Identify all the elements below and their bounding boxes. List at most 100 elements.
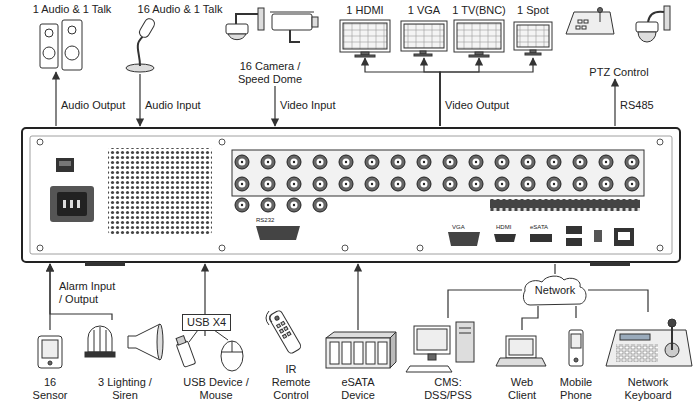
lighting-siren-node: 3 Lighting / Siren: [82, 320, 168, 402]
usb-mouse-icon: [176, 330, 243, 371]
esata-device-icon: [390, 332, 396, 368]
dvr-panel-drawing: [108, 148, 212, 234]
laptop-icon: [509, 339, 533, 355]
network-keyboard-node: Network Keyboard: [602, 312, 694, 402]
dvr-panel-drawing: [219, 245, 225, 251]
lighting-siren-icon: [88, 326, 112, 352]
monitor-icon: [469, 55, 489, 57]
dvr-panel-drawing: [287, 177, 301, 191]
ptz-icon: [566, 6, 670, 42]
lighting-siren-icon: [94, 330, 95, 352]
usb-mouse-icon: [189, 330, 198, 342]
port-label: RS232: [256, 217, 274, 224]
connector: [440, 58, 479, 126]
computer-icon: [428, 354, 436, 360]
speaker-icon: [45, 29, 53, 37]
esata-device-icon: [354, 342, 363, 364]
speaker-icon: [40, 20, 82, 70]
dvr-panel-drawing: [63, 200, 66, 208]
ir-remote-icon: [266, 309, 302, 354]
microphone-icon: [138, 17, 157, 39]
dvr-panel-drawing: [521, 155, 535, 169]
dvr-panel-drawing: [22, 128, 680, 262]
keyboard-icon: [606, 319, 692, 366]
connector: [522, 306, 538, 330]
connector: [614, 79, 615, 126]
dvr-panel-drawing: [256, 226, 300, 240]
esata-device-icon: [326, 332, 396, 338]
device-caption: Web Client: [499, 376, 545, 402]
dvr-panel-drawing: [339, 155, 353, 169]
dvr-panel-drawing: [490, 199, 640, 211]
dvr-panel-drawing: [22, 128, 680, 266]
ptz-icon: [664, 6, 670, 30]
edge-label: USB X4: [182, 314, 231, 331]
dvr-panel-drawing: [494, 234, 516, 242]
dvr-panel-drawing: [50, 186, 94, 222]
monitor-icon: [457, 23, 501, 49]
keyboard-icon: [668, 319, 676, 327]
microphone-icon: [138, 34, 146, 66]
camera-icon: [226, 8, 318, 42]
device-caption: 3 Lighting / Siren: [90, 376, 160, 402]
usb-mouse-icon: [232, 341, 233, 352]
cloud-label: Network: [535, 284, 575, 297]
dvr-panel-drawing: [417, 155, 431, 169]
device-caption: 1 Audio & 1 Talk: [33, 3, 112, 16]
cloud-outline: [523, 276, 586, 305]
ir-remote-icon: [281, 321, 285, 325]
dvr-panel-drawing: [339, 177, 353, 191]
device-caption: 16 Camera / Speed Dome: [230, 60, 310, 86]
dvr-panel-drawing: [547, 177, 561, 191]
ptz-icon: [578, 20, 582, 23]
connector: [274, 86, 275, 126]
dvr-panel-drawing: [625, 177, 639, 191]
edge-label: Audio Output: [60, 99, 126, 112]
dvr-panel-drawing: [235, 177, 249, 191]
connector: [575, 306, 576, 318]
esata-device-icon: [366, 342, 375, 364]
network-cloud: Network: [522, 274, 588, 306]
monitor-icon: [404, 24, 444, 48]
edge-label: Alarm Input / Output: [58, 280, 122, 306]
device-caption: PTZ Control: [589, 66, 648, 79]
phone-icon: [571, 334, 581, 348]
web-client-node: Web Client: [494, 330, 550, 402]
camera-icon: [236, 14, 258, 24]
device-caption: 16 Audio & 1 Talk: [138, 3, 223, 16]
dvr-panel-drawing: [59, 161, 71, 166]
speaker-icon: [40, 24, 58, 68]
phone-icon: [569, 330, 583, 366]
dvr-panel-drawing: [70, 200, 73, 208]
ir-remote-icon: [274, 315, 279, 320]
connector: [365, 58, 440, 126]
speaker-node: 1 Audio & 1 Talk: [22, 3, 122, 72]
microphone-node: 16 Audio & 1 Talk: [125, 3, 235, 74]
monitor-icon: [401, 21, 447, 51]
dvr-panel-drawing: [391, 155, 405, 169]
dvr-panel-drawing: [313, 198, 327, 212]
device-caption: 1 VGA: [408, 4, 440, 17]
phone-icon: [574, 358, 578, 362]
monitor-icon: [454, 20, 504, 52]
keyboard-icon: [620, 334, 650, 340]
device-caption: Network Keyboard: [608, 376, 688, 402]
monitor-icon: [355, 55, 375, 57]
microphone-icon: [126, 17, 156, 72]
dvr-panel-drawing: [232, 150, 644, 196]
usb-device-node: USB Device / Mouse: [170, 336, 262, 402]
dvr-panel-drawing: [566, 238, 582, 246]
usb-mouse-icon: [221, 341, 243, 371]
dvr-panel-drawing: [417, 245, 423, 251]
dvr-panel-drawing: [657, 245, 663, 251]
dvr-panel-drawing: [57, 192, 87, 216]
usb-mouse-icon: [176, 336, 186, 345]
laptop-icon: [496, 358, 546, 366]
connector: [440, 58, 533, 126]
lighting-siren-icon: [106, 330, 107, 352]
keyboard-icon: [671, 326, 673, 350]
hdmi-monitor-node: 1 HDMI: [336, 4, 394, 58]
device-caption: eSATA Device: [333, 376, 383, 402]
dvr-panel-drawing: [594, 230, 602, 242]
